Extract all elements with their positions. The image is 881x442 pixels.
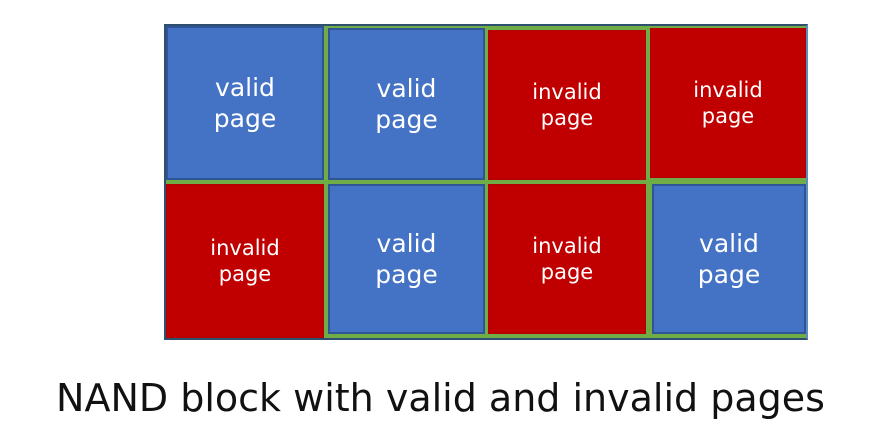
page-cell: invalid page bbox=[166, 184, 324, 338]
page-cell: invalid page bbox=[488, 30, 646, 180]
page-cell: invalid page bbox=[650, 28, 806, 178]
page-cell: valid page bbox=[328, 28, 485, 180]
page-cell: valid page bbox=[166, 26, 324, 180]
page-label: page bbox=[213, 104, 277, 133]
page-label: page bbox=[375, 105, 438, 134]
page-status-label: valid bbox=[215, 72, 275, 102]
page-cell: valid page bbox=[652, 184, 806, 334]
diagram-caption: NAND block with valid and invalid pages bbox=[56, 376, 825, 420]
page-cell: valid page bbox=[328, 184, 485, 334]
page-cell: invalid page bbox=[488, 184, 646, 334]
page-label: page bbox=[701, 104, 755, 128]
page-status-label: valid bbox=[699, 228, 759, 258]
page-status-label: invalid bbox=[693, 77, 763, 102]
page-status-label: valid bbox=[376, 228, 437, 258]
page-label: page bbox=[218, 262, 272, 286]
page-label: page bbox=[540, 106, 594, 130]
page-status-label: invalid bbox=[532, 233, 602, 258]
page-status-label: invalid bbox=[210, 235, 280, 260]
page-status-label: invalid bbox=[532, 79, 602, 104]
page-label: page bbox=[697, 260, 761, 289]
page-label: page bbox=[375, 260, 438, 289]
nand-block: valid page valid page invalid page inval… bbox=[164, 24, 808, 340]
page-status-label: valid bbox=[376, 73, 437, 103]
page-label: page bbox=[540, 260, 594, 284]
